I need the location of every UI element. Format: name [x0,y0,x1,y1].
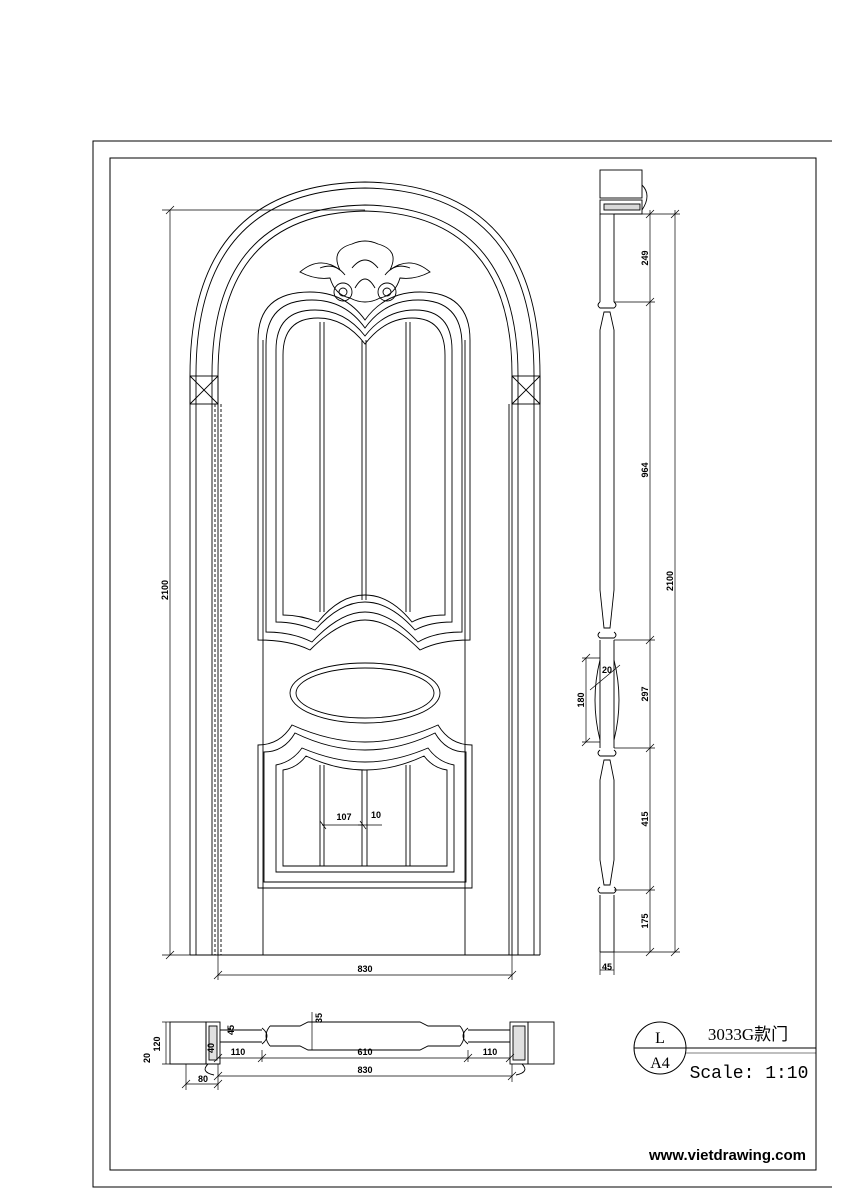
plan-panel-width-label: 610 [357,1047,372,1057]
sheet-letter: L [655,1030,665,1047]
side-section [594,169,648,953]
plan-total-width-label: 830 [357,1065,372,1075]
plan-height-b-label: 20 [142,1053,152,1063]
front-height-label: 2100 [160,580,170,600]
title-block [633,1021,816,1075]
plan-depth-small-label: 40 [206,1043,216,1053]
mullion-width-label: 10 [371,810,381,820]
side-bottom-label: 175 [640,913,650,928]
side-thickness-label: 45 [602,962,612,972]
model-title: 3033G款门 [708,1025,788,1044]
plan-frame-left-label: 80 [198,1074,208,1084]
sheet-border [92,140,832,1188]
plan-section [169,1021,555,1076]
plan-dimensions [162,1012,517,1090]
side-gap-label: 20 [602,665,612,675]
plan-height-a-label: 120 [152,1036,162,1051]
side-dimensions [581,209,680,975]
front-dimensions [162,205,517,980]
plan-jamb-depth-label: 45 [226,1025,236,1035]
side-middle-label: 297 [640,686,650,701]
plan-stile-right-label: 110 [483,1047,498,1057]
scale-label: Scale: 1:10 [690,1064,809,1084]
sheet-size: A4 [650,1055,670,1072]
side-upper-label: 964 [640,462,650,477]
front-elevation [189,181,541,956]
mullion-spacing-label: 107 [336,812,351,822]
watermark-url: www.vietdrawing.com [648,1147,806,1164]
carving-ornament [299,240,431,303]
side-middle-inner-label: 180 [576,692,586,707]
front-width-label: 830 [357,964,372,974]
plan-stile-left-label: 110 [231,1047,246,1057]
side-total-label: 2100 [665,571,675,591]
side-lower-label: 415 [640,811,650,826]
side-top-label: 249 [640,250,650,265]
plan-panel-depth-label: 35 [314,1013,324,1023]
